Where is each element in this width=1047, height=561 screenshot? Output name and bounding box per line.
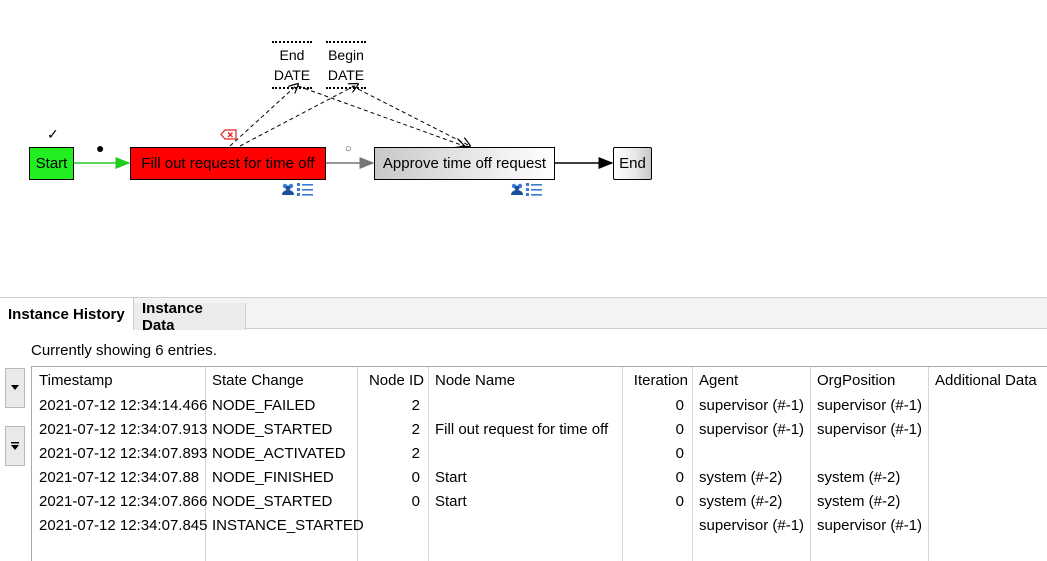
table-cell: 0 <box>411 469 420 486</box>
data-node-begin-date[interactable]: Begin DATE <box>326 41 366 89</box>
table-cell: supervisor (#-1) <box>699 397 805 414</box>
chevron-down-bar-icon <box>11 441 19 450</box>
column-header[interactable]: OrgPosition <box>817 372 896 389</box>
node-label: End <box>619 155 646 172</box>
node-start[interactable]: Start <box>29 147 74 180</box>
table-cell: system (#-2) <box>699 493 783 510</box>
table-cell: supervisor (#-1) <box>699 517 805 534</box>
column-header[interactable]: Node Name <box>435 372 516 389</box>
column-header[interactable]: State Change <box>212 372 304 389</box>
column-header[interactable]: Node ID <box>368 372 424 389</box>
table-cell: NODE_STARTED <box>212 493 333 510</box>
user-group-icon <box>511 183 523 195</box>
data-node-type: DATE <box>327 67 365 83</box>
entries-count-label: Currently showing 6 entries. <box>31 342 217 359</box>
node-end[interactable]: End <box>613 147 652 180</box>
table-cell: 2021-07-12 12:34:07.866 <box>39 493 208 510</box>
table-cell: 2021-07-12 12:34:14.466 <box>39 397 208 414</box>
table-cell: Start <box>435 469 467 486</box>
chevron-down-icon <box>11 385 19 390</box>
assoc-fill-to-begin-date <box>239 84 358 147</box>
tab-label: Instance History <box>8 305 125 323</box>
task-icons <box>510 182 542 196</box>
table-cell: supervisor (#-1) <box>817 517 923 534</box>
table-cell: 2021-07-12 12:34:07.845 <box>39 517 208 534</box>
table-cell: NODE_FAILED <box>212 397 316 414</box>
table-cell: 2 <box>411 421 420 438</box>
table-cell: 0 <box>675 397 684 414</box>
column-divider[interactable] <box>622 367 623 561</box>
table-cell: Fill out request for time off <box>435 421 609 438</box>
tab-bar: Instance History Instance Data <box>0 297 1047 334</box>
table-cell: supervisor (#-1) <box>817 421 923 438</box>
column-divider[interactable] <box>205 367 206 561</box>
diagram-connectors <box>74 0 614 169</box>
assoc-begin-date-to-approve <box>351 85 470 146</box>
node-label: Approve time off request <box>382 155 547 172</box>
node-label: Fill out request for time off <box>141 155 315 172</box>
user-group-icon <box>282 183 294 195</box>
tab-instance-history[interactable]: Instance History <box>0 298 134 330</box>
table-cell: Start <box>435 493 467 510</box>
tab-instance-data[interactable]: Instance Data <box>134 300 246 334</box>
table-cell: system (#-2) <box>817 493 901 510</box>
data-node-name: End <box>279 47 305 63</box>
column-header[interactable]: Iteration <box>633 372 688 389</box>
task-icons <box>281 182 313 196</box>
column-header[interactable]: Agent <box>699 372 739 389</box>
column-divider[interactable] <box>692 367 693 561</box>
completed-check-icon: ✓ <box>47 126 59 142</box>
process-diagram: ✓ ● ○ End DATE Begin DATE Start Fill out… <box>29 0 652 196</box>
column-header[interactable]: Timestamp <box>39 372 113 389</box>
table-cell: 0 <box>675 469 684 486</box>
data-node-end-date[interactable]: End DATE <box>272 41 312 89</box>
table-cell: 2 <box>411 445 420 462</box>
assoc-fill-to-end-date <box>229 84 298 147</box>
error-backspace-icon <box>220 129 237 140</box>
data-node-type: DATE <box>273 67 311 83</box>
table-cell: 0 <box>675 493 684 510</box>
node-approve-request[interactable]: Approve time off request <box>374 147 555 180</box>
column-divider[interactable] <box>357 367 358 561</box>
table-cell: NODE_ACTIVATED <box>212 445 346 462</box>
list-icon <box>297 183 313 196</box>
table-cell: NODE_FINISHED <box>212 469 334 486</box>
node-label: Start <box>35 155 68 172</box>
table-cell: 2 <box>411 397 420 414</box>
table-cell: system (#-2) <box>699 469 783 486</box>
table-cell: INSTANCE_STARTED <box>212 517 364 534</box>
active-token-icon: ● <box>96 140 105 156</box>
table-cell: system (#-2) <box>817 469 901 486</box>
table-cell: 2021-07-12 12:34:07.893 <box>39 445 208 462</box>
table-cell: 2021-07-12 12:34:07.88 <box>39 469 200 486</box>
table-cell: 2021-07-12 12:34:07.913 <box>39 421 208 438</box>
expand-all-button[interactable] <box>5 426 25 466</box>
table-cell: supervisor (#-1) <box>699 421 805 438</box>
table-cell: supervisor (#-1) <box>817 397 923 414</box>
column-divider[interactable] <box>428 367 429 561</box>
list-icon <box>526 183 542 196</box>
table-cell: NODE_STARTED <box>212 421 333 438</box>
column-divider[interactable] <box>810 367 811 561</box>
data-node-name: Begin <box>328 47 364 63</box>
instance-history-table[interactable]: Timestamp State Change Node ID Node Name Ite… <box>31 366 1047 561</box>
node-fill-out-request[interactable]: Fill out request for time off <box>130 147 326 180</box>
table-cell: 0 <box>411 493 420 510</box>
column-divider[interactable] <box>928 367 929 561</box>
column-header[interactable]: Additional Data <box>935 372 1037 389</box>
table-cell: 0 <box>675 421 684 438</box>
assoc-end-date-to-approve <box>297 85 464 146</box>
pending-token-icon: ○ <box>345 143 352 155</box>
table-cell: 0 <box>675 445 684 462</box>
tab-label: Instance Data <box>142 299 203 334</box>
table-row[interactable]: 2021-07-12 12:34:07.88 NODE_FINISHED 0 Star… <box>32 468 1047 490</box>
collapse-button[interactable] <box>5 368 25 408</box>
